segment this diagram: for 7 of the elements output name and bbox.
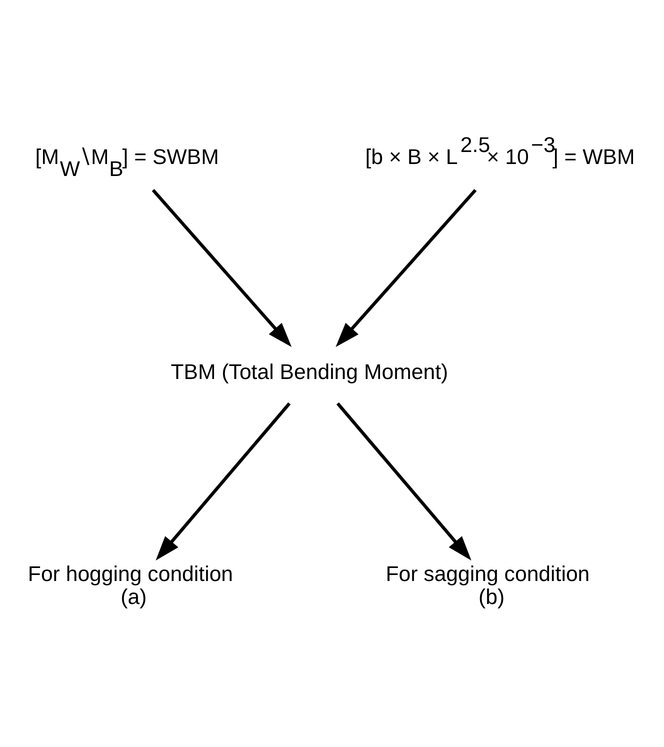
arrow bbox=[152, 189, 292, 348]
node-text: For hogging condition (a) bbox=[28, 562, 234, 609]
arrow bbox=[156, 402, 291, 560]
node-text: For sagging condition (b) bbox=[386, 562, 590, 609]
arrow bbox=[336, 402, 472, 560]
arrow bbox=[336, 189, 477, 347]
node-text: TBM (Total Bending Moment) bbox=[170, 360, 448, 384]
